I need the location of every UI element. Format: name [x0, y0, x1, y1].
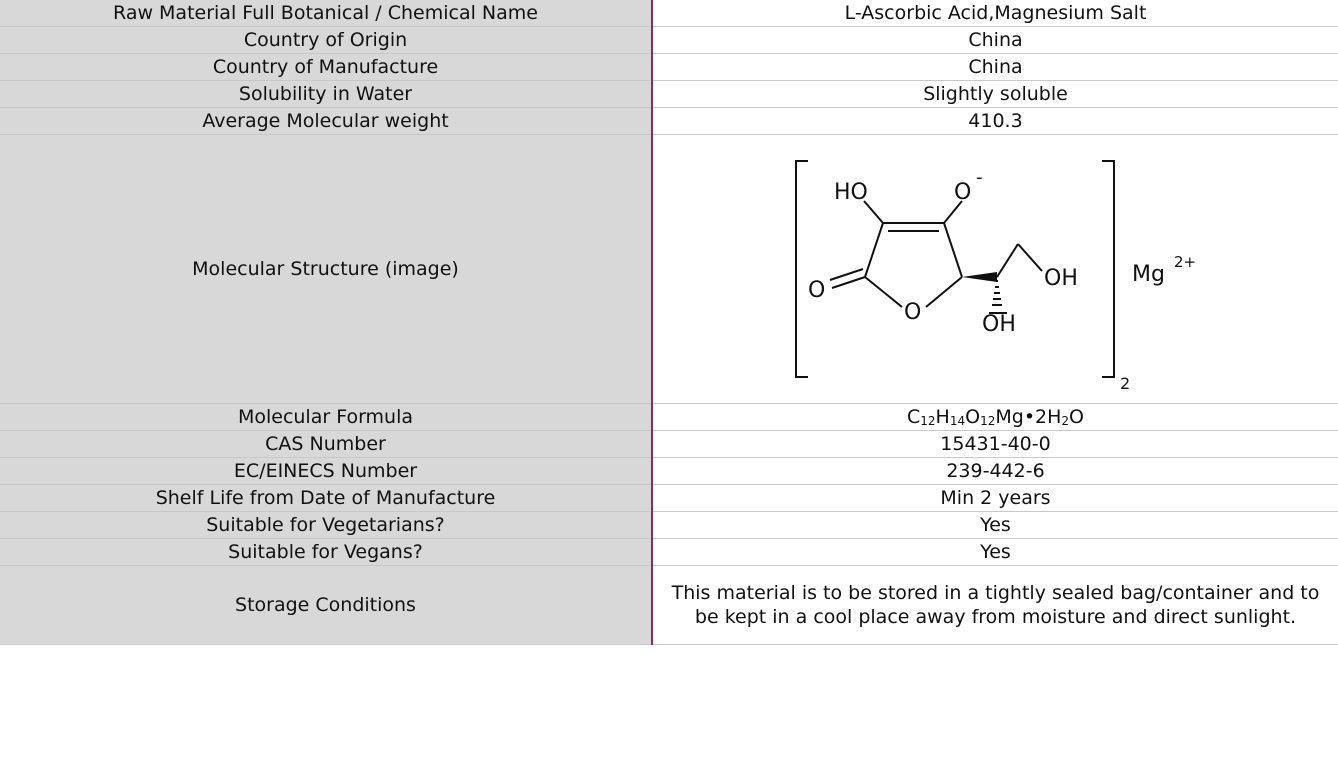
row-value: China: [652, 53, 1338, 81]
table-row: Suitable for Vegans? Yes: [0, 538, 1338, 566]
row-label: EC/EINECS Number: [0, 457, 653, 485]
ring-oxygen-label: O: [904, 300, 921, 325]
bond-ring-o-c1: [924, 276, 963, 308]
table-row: Average Molecular weight 410.3: [0, 107, 1338, 135]
formula-part: Mg•2H: [995, 406, 1062, 428]
ho-label: HO: [834, 180, 868, 205]
row-value: Yes: [652, 511, 1338, 539]
mg-charge: 2+: [1174, 253, 1196, 271]
oh-bottom-label: OH: [982, 312, 1016, 337]
molecular-formula: C12H14O12Mg•2H2O: [652, 403, 1338, 431]
row-label: Raw Material Full Botanical / Chemical N…: [0, 0, 653, 27]
table-row: Molecular Structure (image): [0, 134, 1338, 404]
bond-carbonyl-double: [829, 268, 863, 281]
row-label: CAS Number: [0, 430, 653, 458]
table-row: CAS Number 15431-40-0: [0, 430, 1338, 458]
row-value: 15431-40-0: [652, 430, 1338, 458]
formula-subscript: 14: [949, 414, 966, 428]
row-value: Min 2 years: [652, 484, 1338, 512]
row-label: Solubility in Water: [0, 80, 653, 108]
table-row: Storage Conditions This material is to b…: [0, 565, 1338, 645]
row-label: Country of Origin: [0, 26, 653, 54]
row-value: 239-442-6: [652, 457, 1338, 485]
right-bracket: [1101, 160, 1115, 378]
bond-side-chain-2: [1016, 243, 1043, 272]
bond-c2-c1: [942, 222, 963, 278]
formula-subscript: 2: [1061, 414, 1070, 428]
row-label: Molecular Formula: [0, 403, 653, 431]
formula-part: O: [965, 406, 981, 428]
row-value: China: [652, 26, 1338, 54]
formula-part: H: [935, 406, 950, 428]
carbonyl-oxygen-label: O: [808, 278, 825, 303]
table-row: Shelf Life from Date of Manufacture Min …: [0, 484, 1338, 512]
table-row: Molecular Formula C12H14O12Mg•2H2O: [0, 403, 1338, 431]
specification-table: Raw Material Full Botanical / Chemical N…: [0, 0, 1338, 645]
bond-side-chain-1: [995, 243, 1019, 278]
formula-part: C: [906, 406, 921, 428]
row-label: Country of Manufacture: [0, 53, 653, 81]
structure-bonds: [794, 160, 1115, 378]
row-label: Storage Conditions: [0, 565, 653, 645]
structure-labels: HO O - O O OH OH 2 Mg 2+: [808, 167, 1196, 389]
table-row: Raw Material Full Botanical / Chemical N…: [0, 0, 1338, 27]
wedge-bond: [961, 272, 997, 282]
storage-conditions-text: This material is to be stored in a tight…: [652, 565, 1338, 645]
bond-carbonyl: [831, 276, 865, 289]
table-row: Country of Origin China: [0, 26, 1338, 54]
table-row: Suitable for Vegetarians? Yes: [0, 511, 1338, 539]
row-value: Slightly soluble: [652, 80, 1338, 108]
row-value: 410.3: [652, 107, 1338, 135]
mg-label: Mg: [1132, 262, 1165, 287]
formula-subscript: 12: [980, 414, 996, 428]
formula-subscript: 12: [920, 414, 936, 428]
table-row: Solubility in Water Slightly soluble: [0, 80, 1338, 108]
bond-o-minus: [942, 200, 963, 224]
table-row: Country of Manufacture China: [0, 53, 1338, 81]
oh-right-label: OH: [1044, 266, 1078, 291]
row-label: Molecular Structure (image): [0, 134, 653, 404]
row-label: Average Molecular weight: [0, 107, 653, 135]
molecular-structure-cell: HO O - O O OH OH 2 Mg 2+: [652, 134, 1338, 404]
molecular-structure-diagram: HO O - O O OH OH 2 Mg 2+: [794, 160, 1196, 389]
formula-part: O: [1069, 406, 1085, 428]
row-label: Shelf Life from Date of Manufacture: [0, 484, 653, 512]
hashed-bond: [991, 280, 1002, 306]
row-label: Suitable for Vegetarians?: [0, 511, 653, 539]
bond-c4-ring-o: [863, 276, 903, 308]
minus-charge: -: [976, 167, 983, 188]
left-bracket: [794, 160, 808, 378]
row-value: L-Ascorbic Acid,Magnesium Salt: [652, 0, 1338, 27]
bond-ho: [862, 200, 884, 224]
bracket-subscript: 2: [1120, 374, 1130, 389]
table-row: EC/EINECS Number 239-442-6: [0, 457, 1338, 485]
bond-c3-c4: [863, 222, 884, 278]
row-value: Yes: [652, 538, 1338, 566]
o-minus-label: O: [954, 180, 971, 205]
row-label: Suitable for Vegans?: [0, 538, 653, 566]
